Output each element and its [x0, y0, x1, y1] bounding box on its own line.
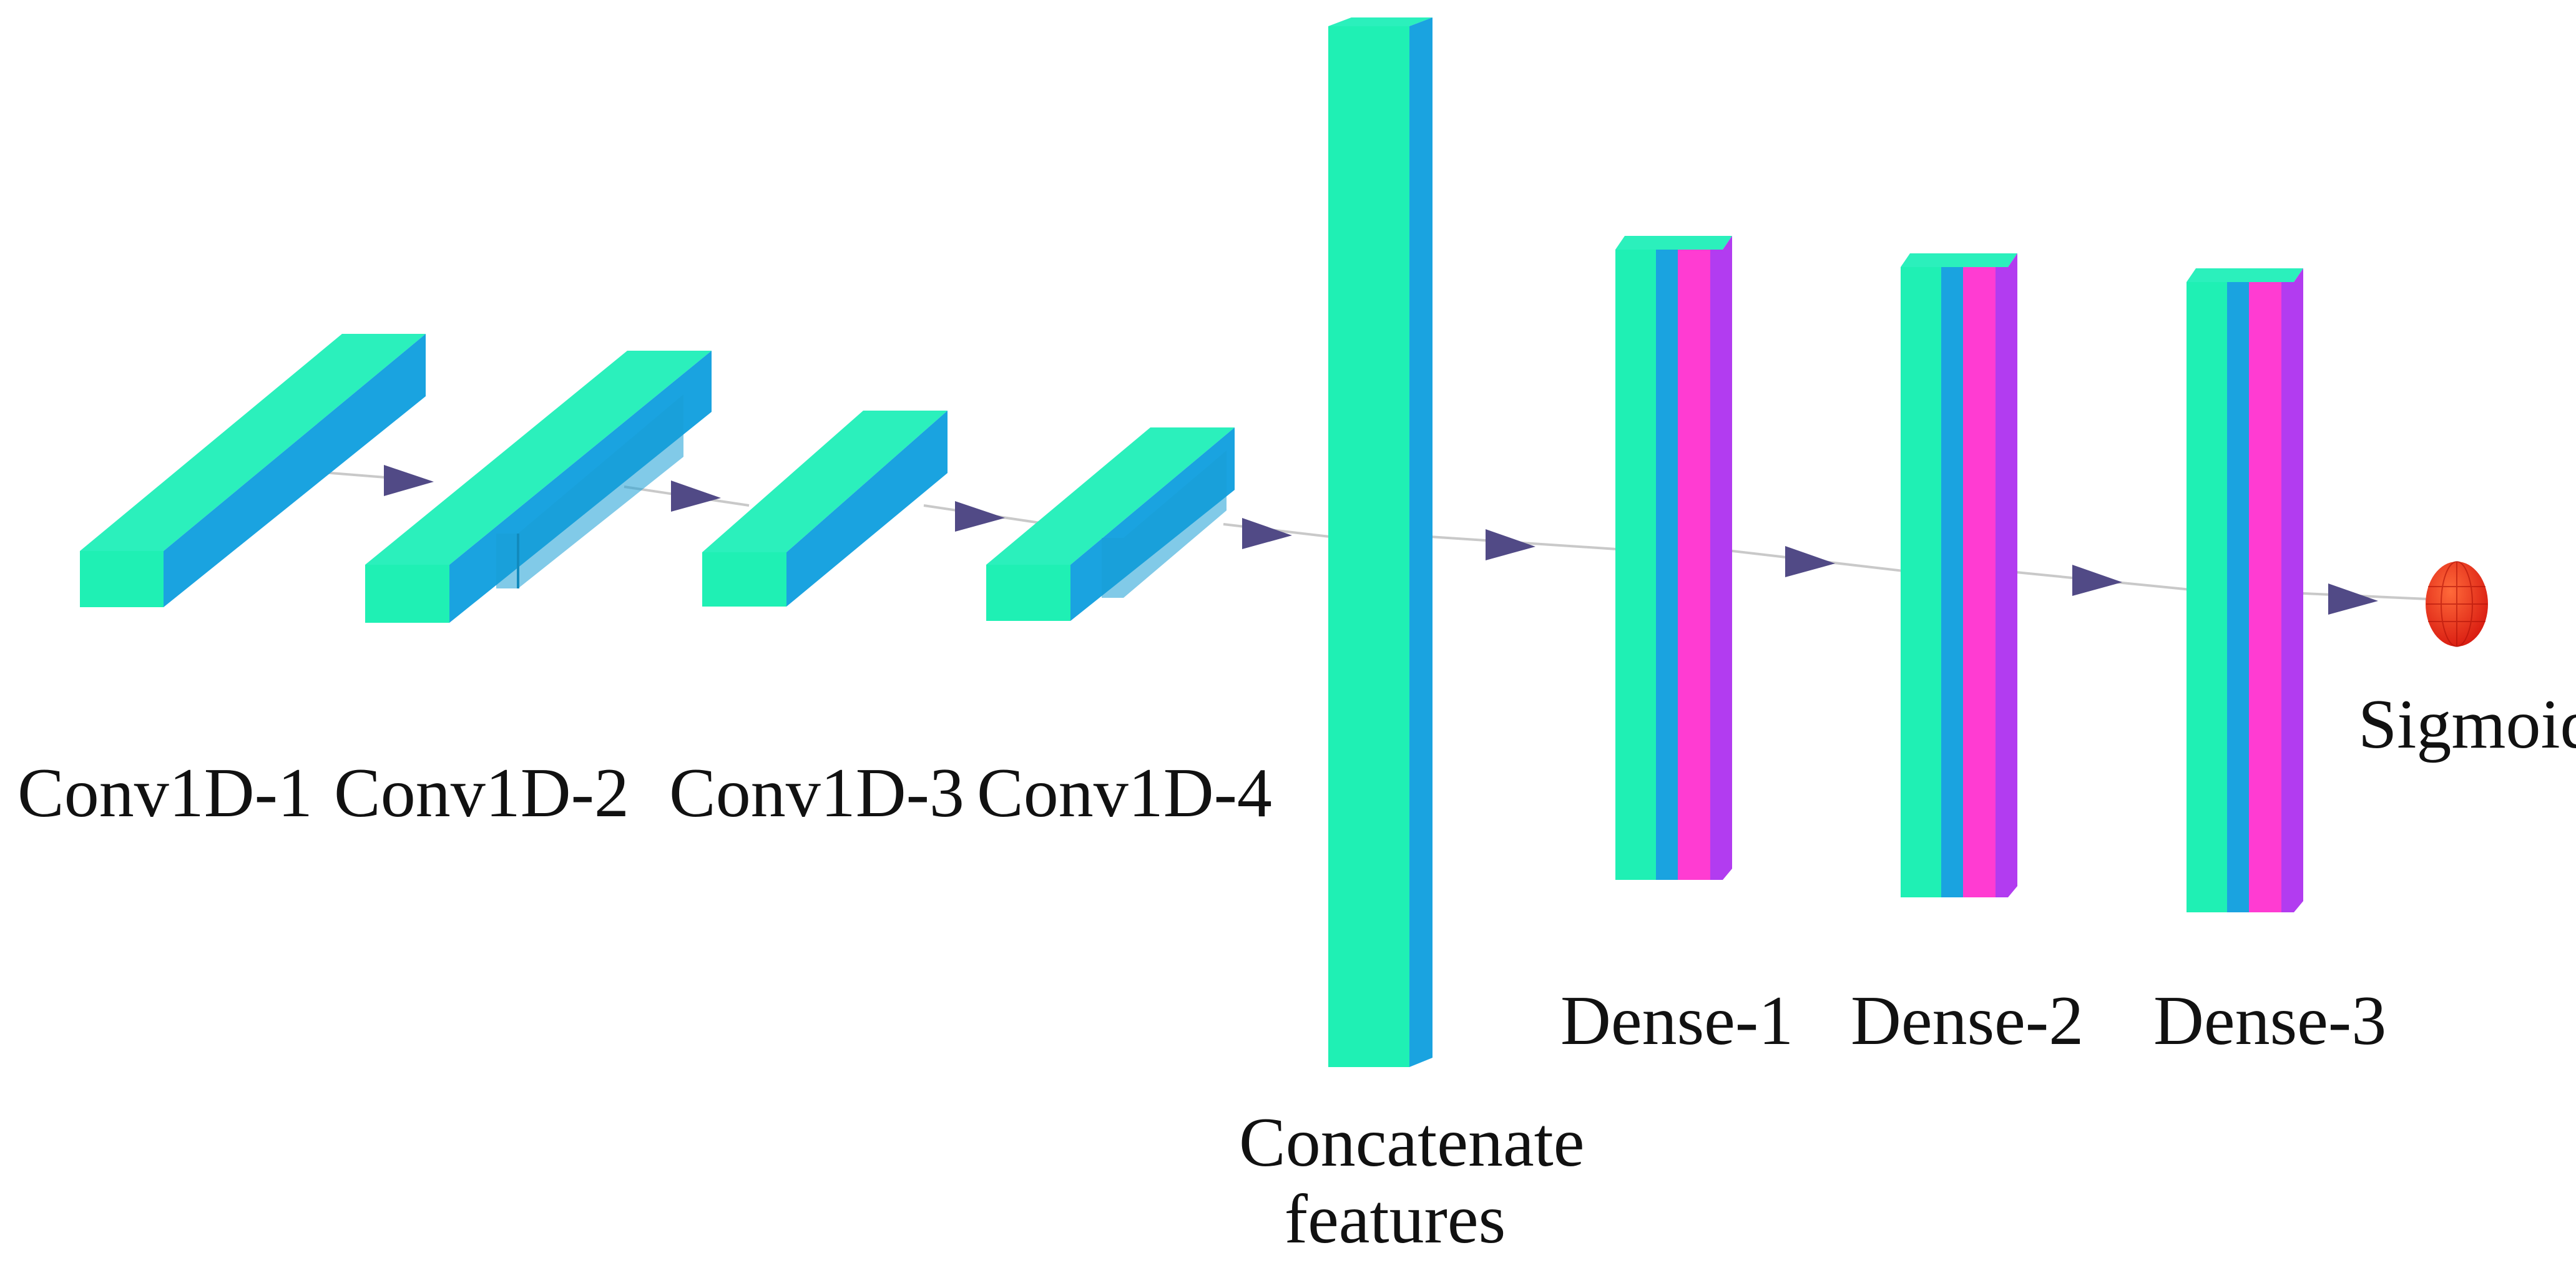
- dense1-label: Dense-1: [1560, 982, 1794, 1060]
- dense2-purple-side: [1996, 253, 2017, 897]
- conv4-block-top: [986, 427, 1235, 565]
- dense3-purple-side: [2281, 268, 2303, 912]
- arrow-dense1-dense2: [1785, 546, 1835, 577]
- dense2-block: [1901, 253, 2017, 897]
- conv3-block-top: [702, 411, 948, 552]
- conv2-block-front: [365, 565, 449, 623]
- sigmoid-label: Sigmoid: [2358, 686, 2576, 763]
- conv4-block-front: [986, 565, 1070, 621]
- dense1-purple-side: [1710, 236, 1732, 880]
- dense2-magenta-slice: [1963, 267, 1996, 897]
- dense3-top: [2187, 268, 2303, 282]
- dense1-top: [1615, 236, 1732, 250]
- dense2-top: [1901, 253, 2017, 267]
- conv3-label: Conv1D-3: [669, 754, 964, 832]
- dense3-magenta-slice: [2249, 282, 2281, 912]
- conv2-inner-box: [496, 394, 683, 588]
- conv4-label: Conv1D-4: [977, 754, 1272, 832]
- arrow-conv2-conv3: [671, 480, 721, 512]
- conv2-block-top: [365, 351, 712, 565]
- conv1-label: Conv1D-1: [17, 754, 313, 832]
- arrow-conv1-conv2: [384, 465, 434, 496]
- arrow-concat-dense1: [1486, 529, 1535, 560]
- dense3-blue-slice: [2227, 282, 2249, 912]
- dense3-label: Dense-3: [2153, 982, 2387, 1060]
- dense1-magenta-slice: [1678, 250, 1710, 880]
- arrowheads: [384, 465, 2378, 615]
- conv4-block: [986, 427, 1235, 621]
- conv2-label: Conv1D-2: [334, 754, 629, 832]
- dense1-block: [1615, 236, 1732, 880]
- arrow-dense2-dense3: [2072, 565, 2122, 596]
- sigmoid-node: [2426, 561, 2488, 647]
- conv3-block-side: [786, 411, 948, 607]
- concat-block-top: [1328, 17, 1432, 26]
- concat-label-line2: features: [1284, 1181, 1506, 1259]
- dense3-block: [2187, 268, 2303, 912]
- conv4-inner-box: [1102, 451, 1227, 598]
- concat-label: Concatenate features: [1239, 1104, 1585, 1259]
- dense3-green-slice: [2187, 282, 2227, 912]
- dense1-blue-slice: [1656, 250, 1678, 880]
- conv1-block-top: [80, 334, 426, 551]
- conv3-block-front: [702, 552, 786, 607]
- sigmoid-sphere-mesh: [2426, 561, 2487, 647]
- conv1-block-front: [80, 551, 164, 607]
- arrow-conv4-concat: [1242, 518, 1292, 549]
- conv1-block: [80, 334, 426, 607]
- concat-block: [1328, 17, 1432, 1067]
- conv3-block: [702, 411, 948, 607]
- arrow-dense3-sigmoid: [2328, 583, 2378, 615]
- dense2-label: Dense-2: [1851, 982, 2084, 1060]
- concat-label-line1: Concatenate: [1239, 1104, 1585, 1181]
- dense1-green-slice: [1615, 250, 1656, 880]
- concat-block-front: [1328, 26, 1409, 1067]
- concat-block-side: [1409, 17, 1432, 1067]
- arrow-conv3-conv4: [955, 501, 1005, 532]
- conv2-block: [365, 351, 712, 623]
- dense2-green-slice: [1901, 267, 1941, 897]
- conv1-block-side: [164, 334, 426, 607]
- dense2-blue-slice: [1941, 267, 1963, 897]
